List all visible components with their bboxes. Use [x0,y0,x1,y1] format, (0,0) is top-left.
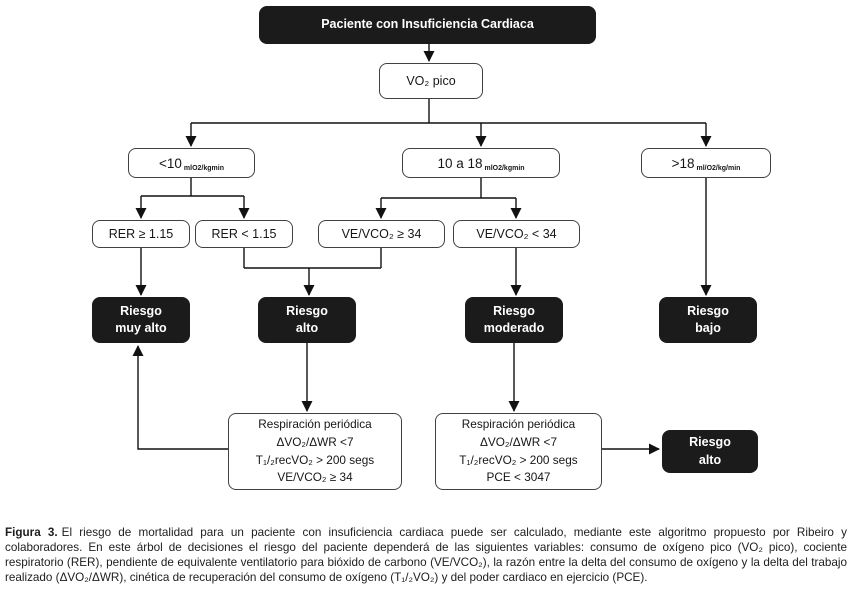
node-risk-high-final: Riesgo alto [662,430,758,473]
risk-low-line1: Riesgo [687,303,729,318]
flowchart: Paciente con Insuficiencia Cardiaca VO₂ … [92,6,771,490]
periodic-right-line3: T₁/₂recVO₂ > 200 segs [459,452,578,467]
periodic-right-line1: Respiración periódica [461,416,576,431]
node-vo2-peak: VO₂ pico [379,63,483,99]
figure-caption-label: Figura 3. [5,525,58,539]
periodic-left-line2: ΔVO₂/ΔWR <7 [276,434,354,449]
branch-lt10-value: <10 [159,155,182,171]
branch-gt18-value: >18 [671,155,695,171]
risk-moderate-line2: moderado [483,321,545,335]
branch-gt18-unit: ml/O2/kg/min [696,164,741,172]
risk-very-high-line2: muy alto [115,321,167,335]
node-risk-low: Riesgo bajo [659,297,757,343]
figure-caption-text: El riesgo de mortalidad para un paciente… [5,525,847,584]
risk-high-final-line2: alto [698,452,722,467]
node-vevco2-lt-34: VE/VCO₂ < 34 [453,220,580,248]
node-branch-gt18: >18 ml/O2/kg/min [641,148,771,178]
node-risk-very-high: Riesgo muy alto [92,297,190,343]
node-periodic-breathing-right: Respiración periódica ΔVO₂/ΔWR <7 T₁/₂re… [435,413,602,490]
periodic-left-line1: Respiración periódica [258,416,372,431]
vevco2-lt-34-label: VE/VCO₂ < 34 [476,227,557,241]
risk-high-line1: Riesgo [286,303,328,318]
node-risk-moderate: Riesgo moderado [465,297,563,343]
flow-arrows [132,44,712,455]
vevco2-ge-34-label: VE/VCO₂ ≥ 34 [341,227,422,241]
node-branch-lt10: <10 mlO2/kgmin [128,148,255,178]
branch-10-18-unit: mlO2/kgmin [484,164,525,172]
rer-lt-115-label: RER < 1.15 [211,227,277,241]
node-rer-ge-115: RER ≥ 1.15 [92,220,190,248]
risk-moderate-line1: Riesgo [493,303,535,318]
node-rer-lt-115: RER < 1.15 [195,220,293,248]
periodic-left-line3: T₁/₂recVO₂ > 200 segs [255,452,375,467]
branch-lt10-unit: mlO2/kgmin [183,164,224,172]
node-periodic-breathing-left: Respiración periódica ΔVO₂/ΔWR <7 T₁/₂re… [228,413,402,490]
risk-high-line2: alto [295,321,319,335]
node-vo2-peak-label: VO₂ pico [406,74,456,88]
periodic-right-line2: ΔVO₂/ΔWR <7 [479,434,558,449]
risk-low-line2: bajo [695,321,721,335]
node-risk-high: Riesgo alto [258,297,356,343]
figure-caption: Figura 3.El riesgo de mortalidad para un… [5,526,847,586]
node-patient-heart-failure: Paciente con Insuficiencia Cardiaca [259,6,596,44]
node-patient-heart-failure-label: Paciente con Insuficiencia Cardiaca [321,17,534,32]
risk-very-high-line1: Riesgo [120,303,162,318]
edge-periodic-to-risk-very-high [132,345,230,450]
node-vevco2-ge-34: VE/VCO₂ ≥ 34 [318,220,445,248]
node-branch-10-18: 10 a 18 mlO2/kgmin [402,148,560,178]
rer-ge-115-label: RER ≥ 1.15 [108,227,174,241]
periodic-left-line4: VE/VCO₂ ≥ 34 [277,470,353,485]
periodic-right-line4: PCE < 3047 [486,470,551,485]
risk-high-final-line1: Riesgo [689,435,731,449]
branch-10-18-value: 10 a 18 [437,155,483,171]
